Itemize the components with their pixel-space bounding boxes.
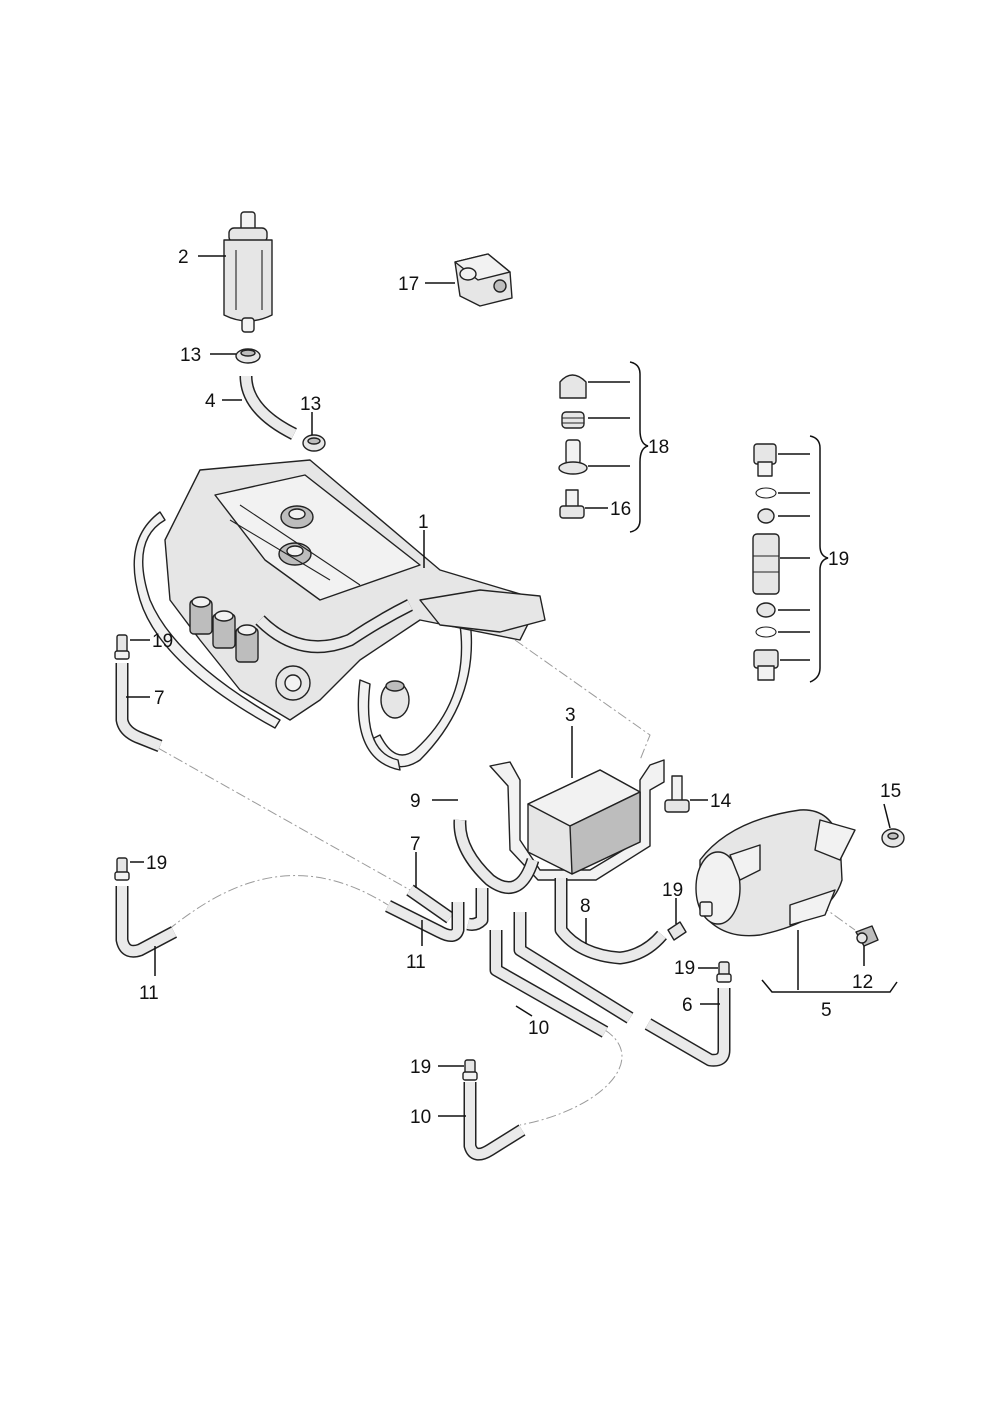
hose-part-10-lower <box>463 1082 526 1161</box>
callout-17: 17 <box>398 274 419 295</box>
fitting-part-19-e <box>462 1059 478 1081</box>
callout-10-upper: 10 <box>528 1018 549 1039</box>
callout-15: 15 <box>880 781 901 802</box>
hose-part-6 <box>644 988 731 1067</box>
callout-12: 12 <box>852 972 873 993</box>
callout-19-bottom: 19 <box>410 1057 431 1078</box>
filter-part-2 <box>223 211 273 333</box>
callout-2: 2 <box>178 247 189 268</box>
fitting-part-19-a <box>114 634 130 660</box>
hose-part-10-upper <box>489 912 634 1038</box>
callout-14: 14 <box>710 791 732 812</box>
hose-part-9 <box>453 819 540 895</box>
nut-part-15 <box>881 828 905 848</box>
callout-13-upper: 13 <box>180 345 201 366</box>
callout-1: 1 <box>418 512 429 533</box>
callout-11-center: 11 <box>406 952 426 973</box>
hose-part-7-left <box>115 663 163 753</box>
fitting-part-19-b <box>114 857 130 881</box>
callout-8: 8 <box>580 896 591 917</box>
hose-part-7-center <box>406 884 489 931</box>
callout-19-upper-left: 19 <box>152 631 173 652</box>
hose-part-11-left <box>115 886 178 958</box>
callout-16: 16 <box>610 499 631 520</box>
connector-stack-part-19 <box>752 443 780 681</box>
callout-7-center: 7 <box>410 834 421 855</box>
callout-19-stack: 19 <box>828 549 849 570</box>
callout-19-compressor: 19 <box>662 880 683 901</box>
bolt-part-14 <box>664 775 690 813</box>
hose-part-4 <box>239 375 297 440</box>
clamp-part-13-lower <box>302 434 326 452</box>
clamp-part-13-upper <box>235 348 261 364</box>
callout-6: 6 <box>682 995 693 1016</box>
callout-5: 5 <box>821 1000 832 1021</box>
callout-18: 18 <box>648 437 669 458</box>
valve-stack-part-18 <box>558 374 588 475</box>
callout-3: 3 <box>565 705 576 726</box>
callout-labels: 1 2 17 13 4 13 18 16 19 19 7 3 14 15 9 7… <box>139 247 901 1128</box>
clip-part-12 <box>855 925 879 947</box>
callout-4: 4 <box>205 391 216 412</box>
leader-lines <box>126 255 898 1117</box>
callout-11-left: 11 <box>139 983 159 1004</box>
callout-10-lower: 10 <box>410 1107 431 1128</box>
fitting-part-19-d <box>716 961 732 983</box>
callout-19-lower-left: 19 <box>146 853 167 874</box>
hose-part-8 <box>554 878 667 965</box>
screw-part-16 <box>559 489 585 519</box>
relay-part-3 <box>489 759 665 881</box>
callout-13-lower: 13 <box>300 394 321 415</box>
callout-9: 9 <box>410 791 421 812</box>
hose-part-11-center <box>385 900 465 942</box>
valve-block-assembly-part-1 <box>133 459 546 771</box>
callout-7-left: 7 <box>154 688 165 709</box>
bracket-part-17 <box>454 253 513 307</box>
callout-19-right: 19 <box>674 958 695 979</box>
compressor-part-5 <box>695 809 856 937</box>
fitting-part-19-c <box>667 921 687 941</box>
